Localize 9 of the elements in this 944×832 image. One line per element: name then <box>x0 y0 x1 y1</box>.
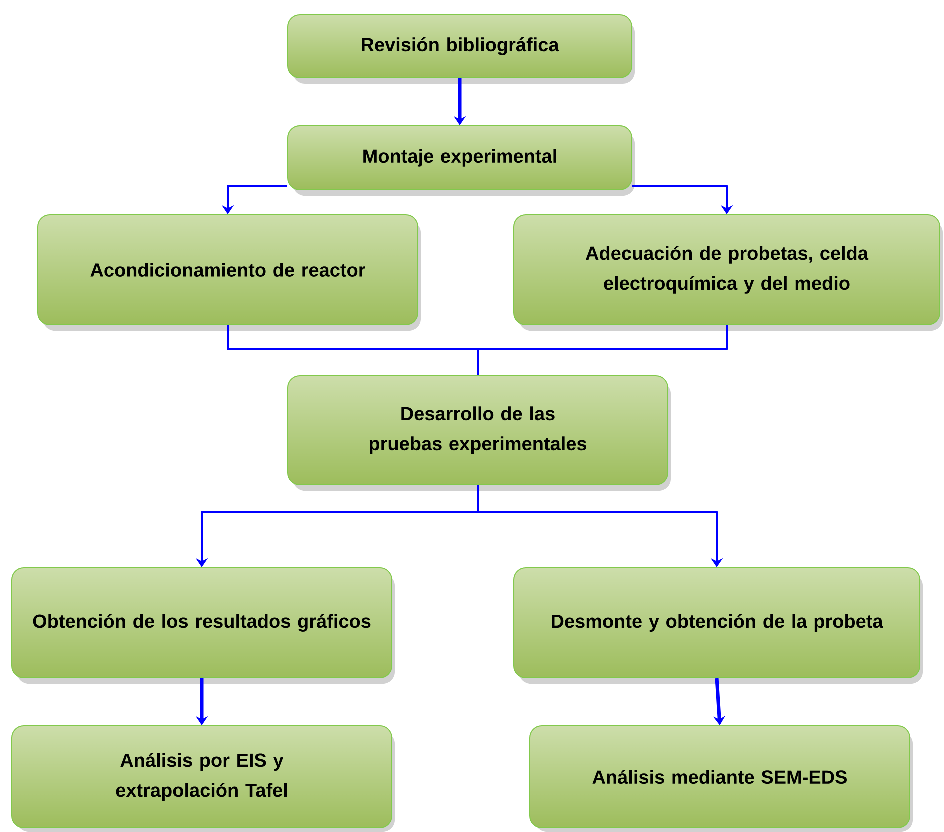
process-box: Desarrollo de las pruebas experimentales <box>288 376 671 491</box>
process-box: Revisión bibliográfica <box>288 14 635 84</box>
process-box: Análisis mediante SEM-EDS <box>530 726 914 832</box>
process-box: Obtención de los resultados gráficos <box>12 568 395 684</box>
process-box: Acondicionamiento de reactor <box>38 214 421 331</box>
process-box: Adecuación de probetas, celda electroquímica y del medio <box>514 214 944 331</box>
process-box: Montaje experimental <box>288 126 635 196</box>
process-box: Desmonte y obtención de la probeta <box>514 568 924 684</box>
process-box: Análisis por EIS y extrapolación Tafel <box>12 726 395 832</box>
